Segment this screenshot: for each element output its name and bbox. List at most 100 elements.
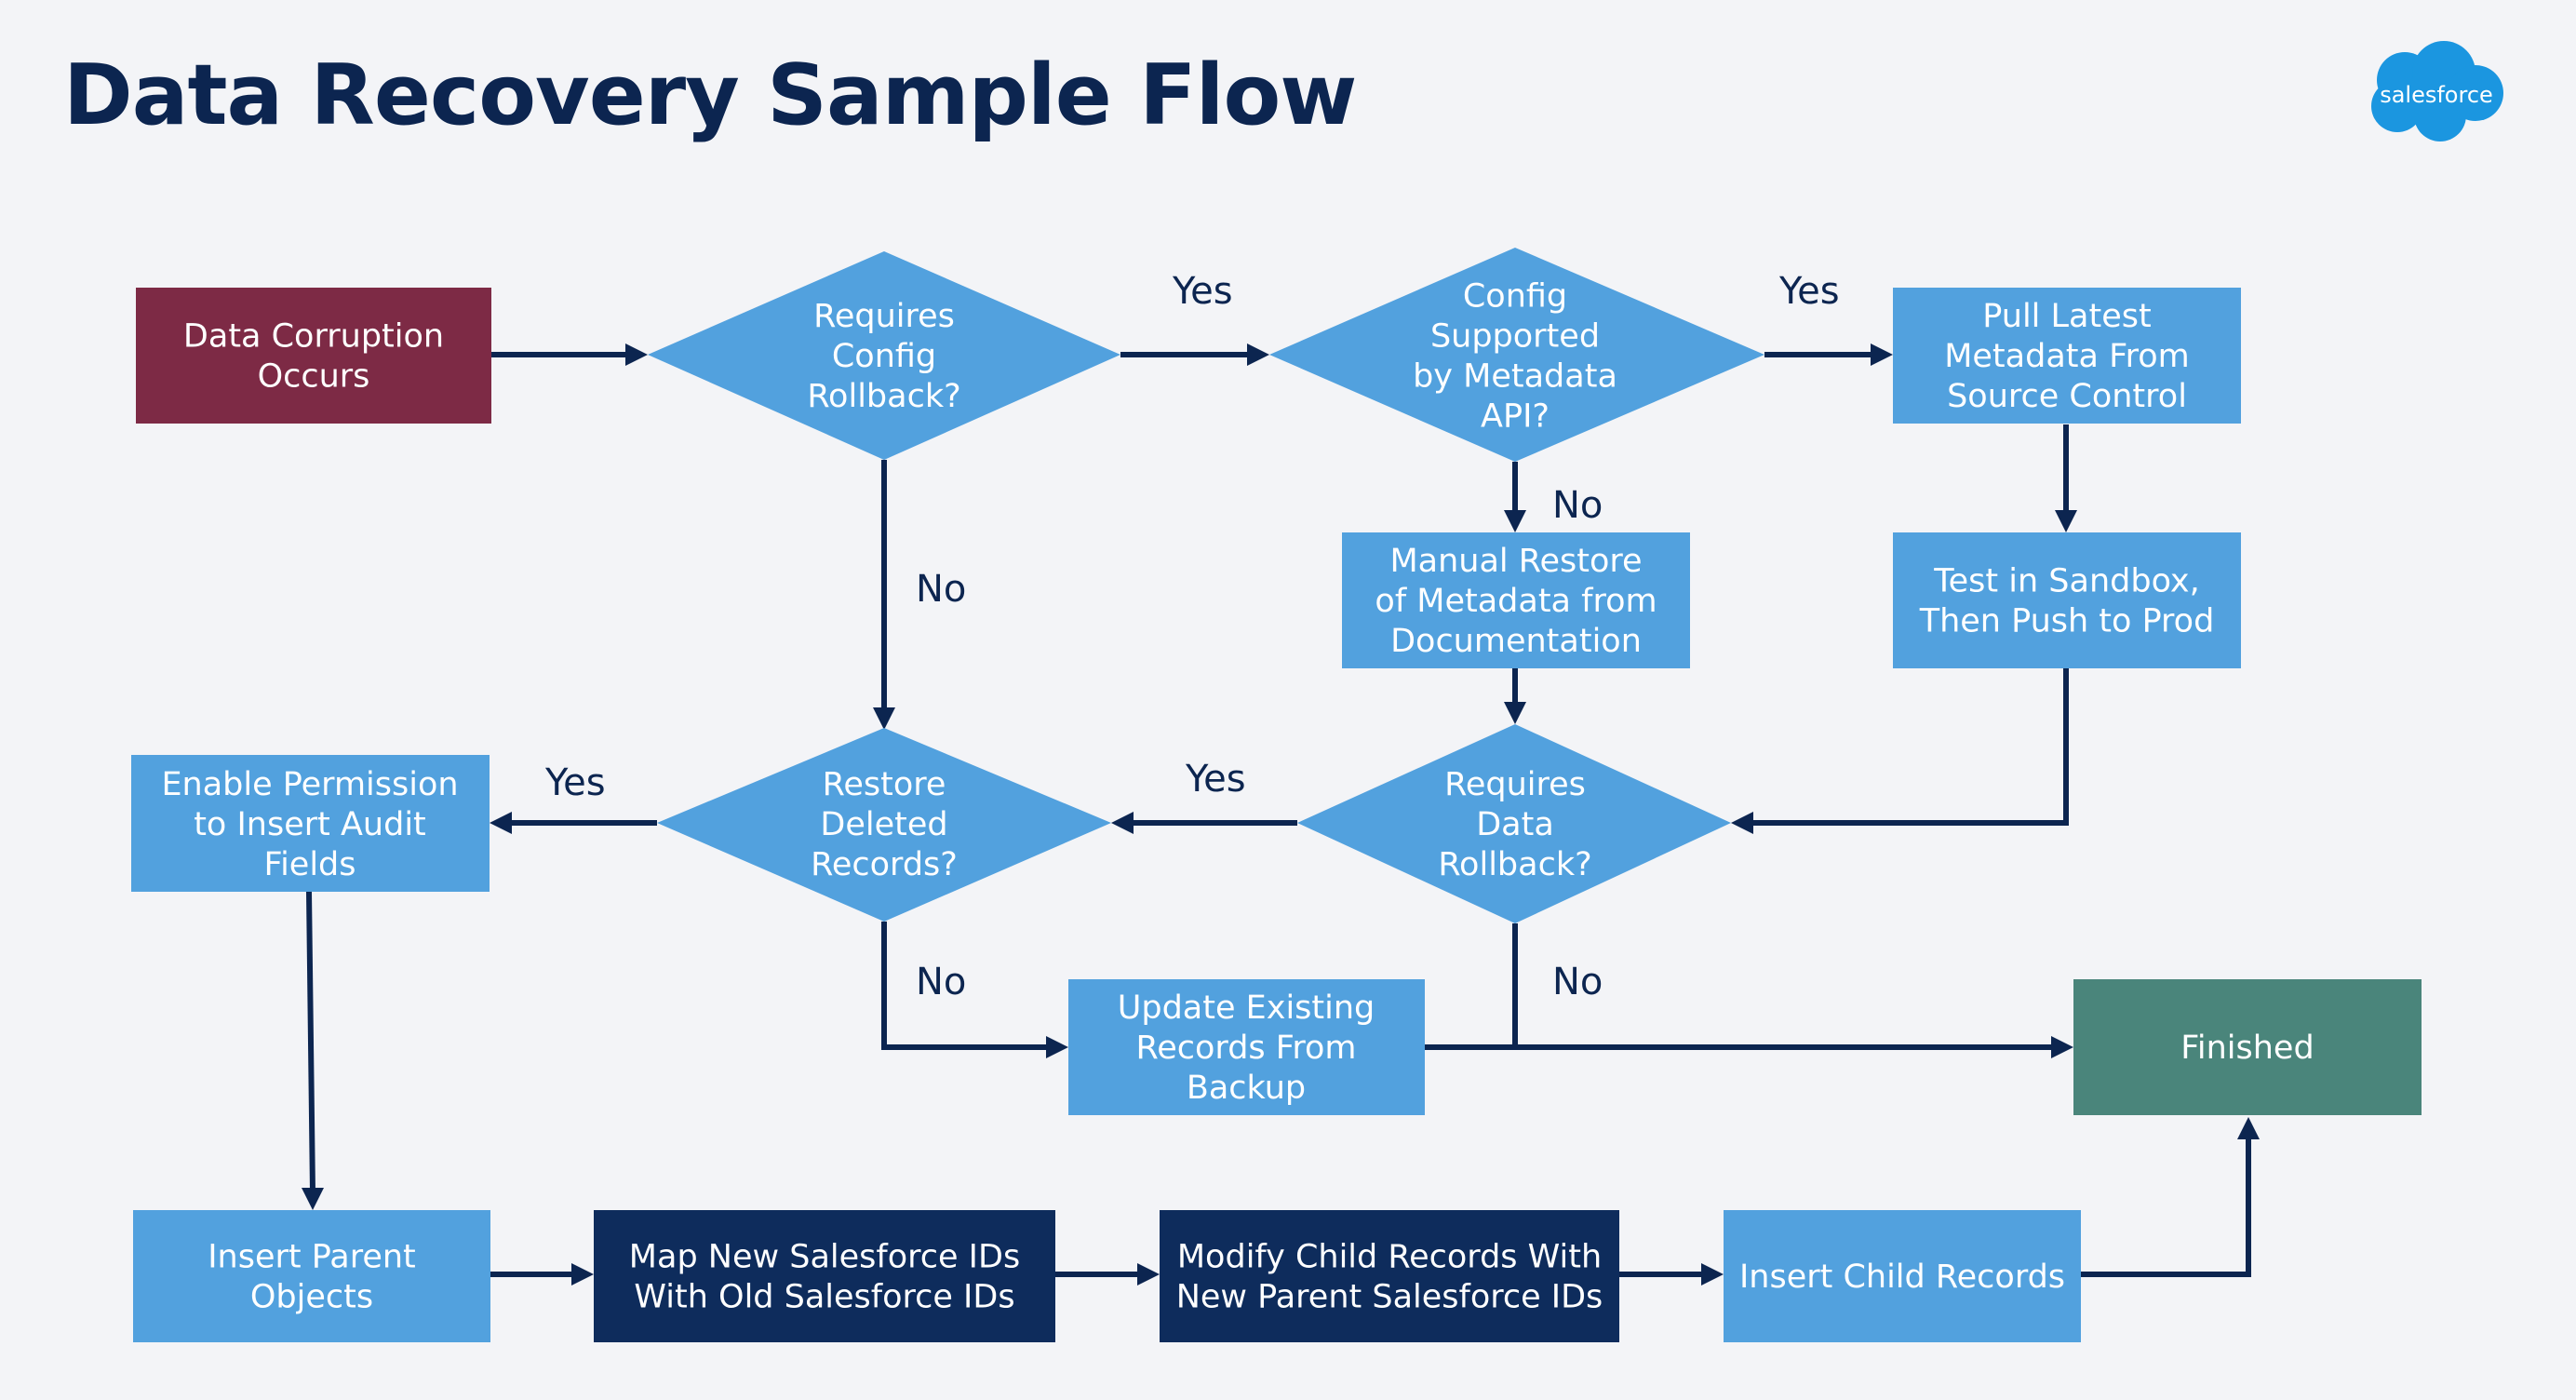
node-label-line: Backup (1187, 1070, 1306, 1107)
node-label-line: Source Control (1947, 378, 2187, 415)
node-label-line: Fields (263, 846, 356, 883)
logo-text: salesforce (2380, 82, 2493, 108)
node-label-line: Objects (250, 1279, 373, 1316)
edge-label-config-yes: Yes (1172, 270, 1233, 313)
node-label-line: Records From (1135, 1030, 1356, 1067)
arrowhead (1701, 1263, 1724, 1286)
node-test-in-sandbox: Test in Sandbox,Then Push to Prod (1893, 532, 2241, 668)
node-label-line: With Old Salesforce IDs (634, 1279, 1014, 1316)
node-insert-child-records: Insert Child Records (1724, 1210, 2081, 1342)
node-label-line: of Metadata from (1375, 583, 1657, 620)
arrowhead (1731, 812, 1753, 834)
edge-restore-to-update (881, 922, 1050, 1050)
edge-label-supported-yes: Yes (1778, 270, 1840, 313)
edge-label-restore-yes: Yes (544, 761, 606, 804)
node-label-line: Update Existing (1118, 989, 1375, 1027)
arrowhead (873, 707, 895, 730)
arrowhead (1504, 510, 1526, 532)
node-label-line: Occurs (258, 358, 370, 396)
node-label-line: Requires (813, 298, 955, 335)
edge-test-to-data (1753, 667, 2069, 826)
node-label-line: Insert Child Records (1739, 1259, 2065, 1296)
node-label-line: Data Corruption (183, 318, 444, 356)
edges (302, 343, 2260, 1286)
arrowhead (302, 1188, 324, 1210)
arrowhead (2055, 510, 2077, 532)
node-label-line: Manual Restore (1389, 543, 1642, 580)
arrowhead (2051, 1036, 2073, 1058)
node-label-line: Rollback? (807, 378, 960, 415)
node-label-line: Test in Sandbox, (1933, 563, 2200, 600)
node-label-line: Rollback? (1438, 846, 1591, 883)
node-label: Test in Sandbox,Then Push to Prod (1919, 563, 2215, 640)
node-label-line: Config (832, 338, 936, 375)
node-label-line: Records? (811, 846, 958, 883)
edge-labels: Yes Yes No No Yes Yes No No (544, 270, 1840, 1003)
arrowhead (1247, 343, 1269, 366)
salesforce-logo: salesforce (2371, 41, 2503, 141)
node-label-line: Documentation (1390, 623, 1642, 660)
page-title: Data Recovery Sample Flow (63, 47, 1357, 144)
arrowhead (490, 812, 512, 834)
node-label-line: Insert Parent (208, 1239, 416, 1276)
edge-label-supported-no: No (1552, 484, 1603, 527)
arrowhead (571, 1263, 594, 1286)
node-label-line: Config (1463, 278, 1567, 316)
node-label-line: Then Push to Prod (1919, 603, 2215, 640)
arrowhead (1871, 343, 1893, 366)
node-label-line: API? (1481, 398, 1550, 436)
node-label: Insert Child Records (1739, 1259, 2065, 1296)
arrowhead (1046, 1036, 1068, 1058)
node-label-line: Pull Latest (1982, 298, 2151, 335)
node-label-line: Requires (1444, 766, 1586, 803)
node-label-line: Map New Salesforce IDs (629, 1239, 1020, 1276)
node-label: Finished (2180, 1030, 2314, 1067)
arrowhead (1504, 702, 1526, 724)
node-label-line: Restore (823, 766, 946, 803)
node-label-line: Modify Child Records With (1177, 1239, 1602, 1276)
edge-label-data-yes: Yes (1185, 758, 1246, 801)
edge-label-data-no: No (1552, 961, 1603, 1003)
node-label-line: Finished (2180, 1030, 2314, 1067)
arrowhead (2237, 1117, 2260, 1139)
salesforce-cloud-logo-icon (2371, 41, 2503, 141)
edge-child-to-finished (2081, 1136, 2251, 1277)
node-label-line: Supported (1430, 318, 1600, 356)
arrowhead (1111, 812, 1134, 834)
edge-label-config-no: No (916, 568, 966, 611)
node-label-line: Data (1476, 806, 1554, 843)
edge-enable-to-parent (306, 891, 315, 1194)
node-label-line: Deleted (820, 806, 947, 843)
edge-label-restore-no: No (916, 961, 966, 1003)
node-label-line: by Metadata (1413, 358, 1617, 396)
node-label-line: Enable Permission (161, 766, 458, 803)
node-label-line: Metadata From (1944, 338, 2190, 375)
node-label-line: to Insert Audit (194, 806, 426, 843)
